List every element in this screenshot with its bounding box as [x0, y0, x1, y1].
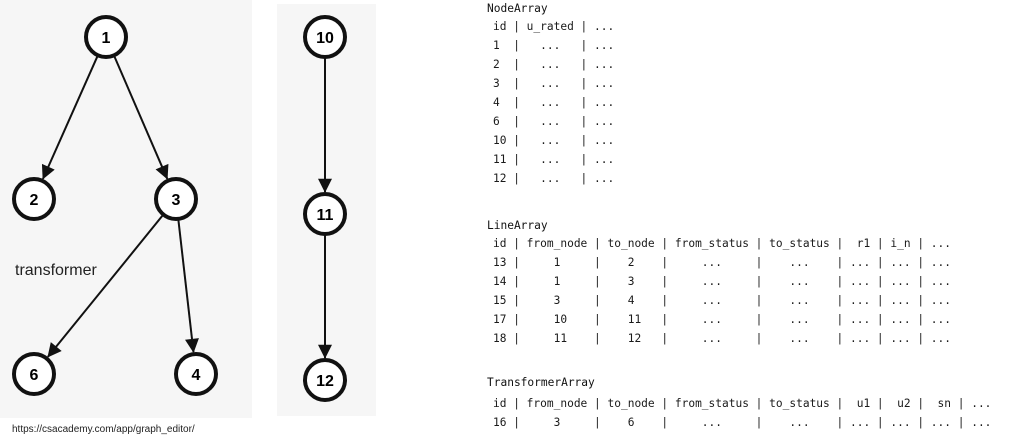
node-label: 3 [172, 192, 181, 209]
transformer-array-title: TransformerArray [487, 376, 595, 389]
source-url: https://csacademy.com/app/graph_editor/ [12, 424, 195, 435]
line-array-table: id | from_node | to_node | from_status |… [493, 234, 951, 348]
transformer-annotation: transformer [15, 262, 97, 279]
edges-layer [41, 55, 332, 359]
node-array-row: 6 | ... | ... [493, 115, 615, 128]
node-circle [303, 15, 347, 59]
line-array-row: 14 | 1 | 3 | ... | ... | ... | ... | ... [493, 275, 952, 288]
line-array-row: 18 | 11 | 12 | ... | ... | ... | ... | .… [493, 332, 952, 345]
node-array-row: 1 | ... | ... [493, 39, 615, 52]
node-label: 4 [192, 367, 201, 384]
graph-node-11: 11 [303, 192, 347, 236]
node-array-row: 2 | ... | ... [493, 58, 615, 71]
node-array-header-row: id | u_rated | ... [493, 20, 615, 33]
node-array-table: id | u_rated | ... 1 | ... | ... 2 | ... |… [493, 17, 614, 188]
graph-node-6: 6 [12, 352, 56, 396]
graph-node-10: 10 [303, 15, 347, 59]
node-label: 1 [102, 30, 111, 47]
transformer-array-table: id | from_node | to_node | from_status |… [493, 394, 991, 432]
node-label: 12 [316, 373, 334, 390]
node-array-row: 12 | ... | ... [493, 172, 615, 185]
node-array-row: 3 | ... | ... [493, 77, 615, 90]
line-array-title: LineArray [487, 219, 548, 232]
graph-node-3: 3 [154, 177, 198, 221]
node-circle [12, 177, 56, 221]
line-array-row: 13 | 1 | 2 | ... | ... | ... | ... | ... [493, 256, 952, 269]
node-array-title: NodeArray [487, 2, 548, 15]
node-circle [12, 352, 56, 396]
transformer-array-row: 16 | 3 | 6 | ... | ... | ... | ... | ...… [493, 416, 992, 429]
edge-1-to-2 [41, 55, 99, 180]
line-array-row: 15 | 3 | 4 | ... | ... | ... | ... | ... [493, 294, 952, 307]
node-circle [174, 352, 218, 396]
edge-1-to-3 [113, 55, 169, 180]
node-label: 11 [317, 207, 334, 224]
transformer-array-header-row: id | from_node | to_node | from_status |… [493, 397, 992, 410]
node-circle [303, 192, 347, 236]
edge-3-to-6 [47, 214, 164, 358]
edge-3-to-4 [177, 219, 199, 353]
node-label: 10 [316, 30, 334, 47]
graph-node-4: 4 [174, 352, 218, 396]
line-array-row: 17 | 10 | 11 | ... | ... | ... | ... | .… [493, 313, 952, 326]
node-circle [303, 358, 347, 402]
node-array-row: 11 | ... | ... [493, 153, 615, 166]
graph-node-12: 12 [303, 358, 347, 402]
node-array-row: 10 | ... | ... [493, 134, 615, 147]
node-label: 2 [30, 192, 39, 209]
node-label: 6 [30, 367, 39, 384]
graph-node-2: 2 [12, 177, 56, 221]
node-array-row: 4 | ... | ... [493, 96, 615, 109]
graph-node-1: 1 [84, 15, 128, 59]
line-array-header-row: id | from_node | to_node | from_status |… [493, 237, 952, 250]
node-circle [84, 15, 128, 59]
node-circle [154, 177, 198, 221]
